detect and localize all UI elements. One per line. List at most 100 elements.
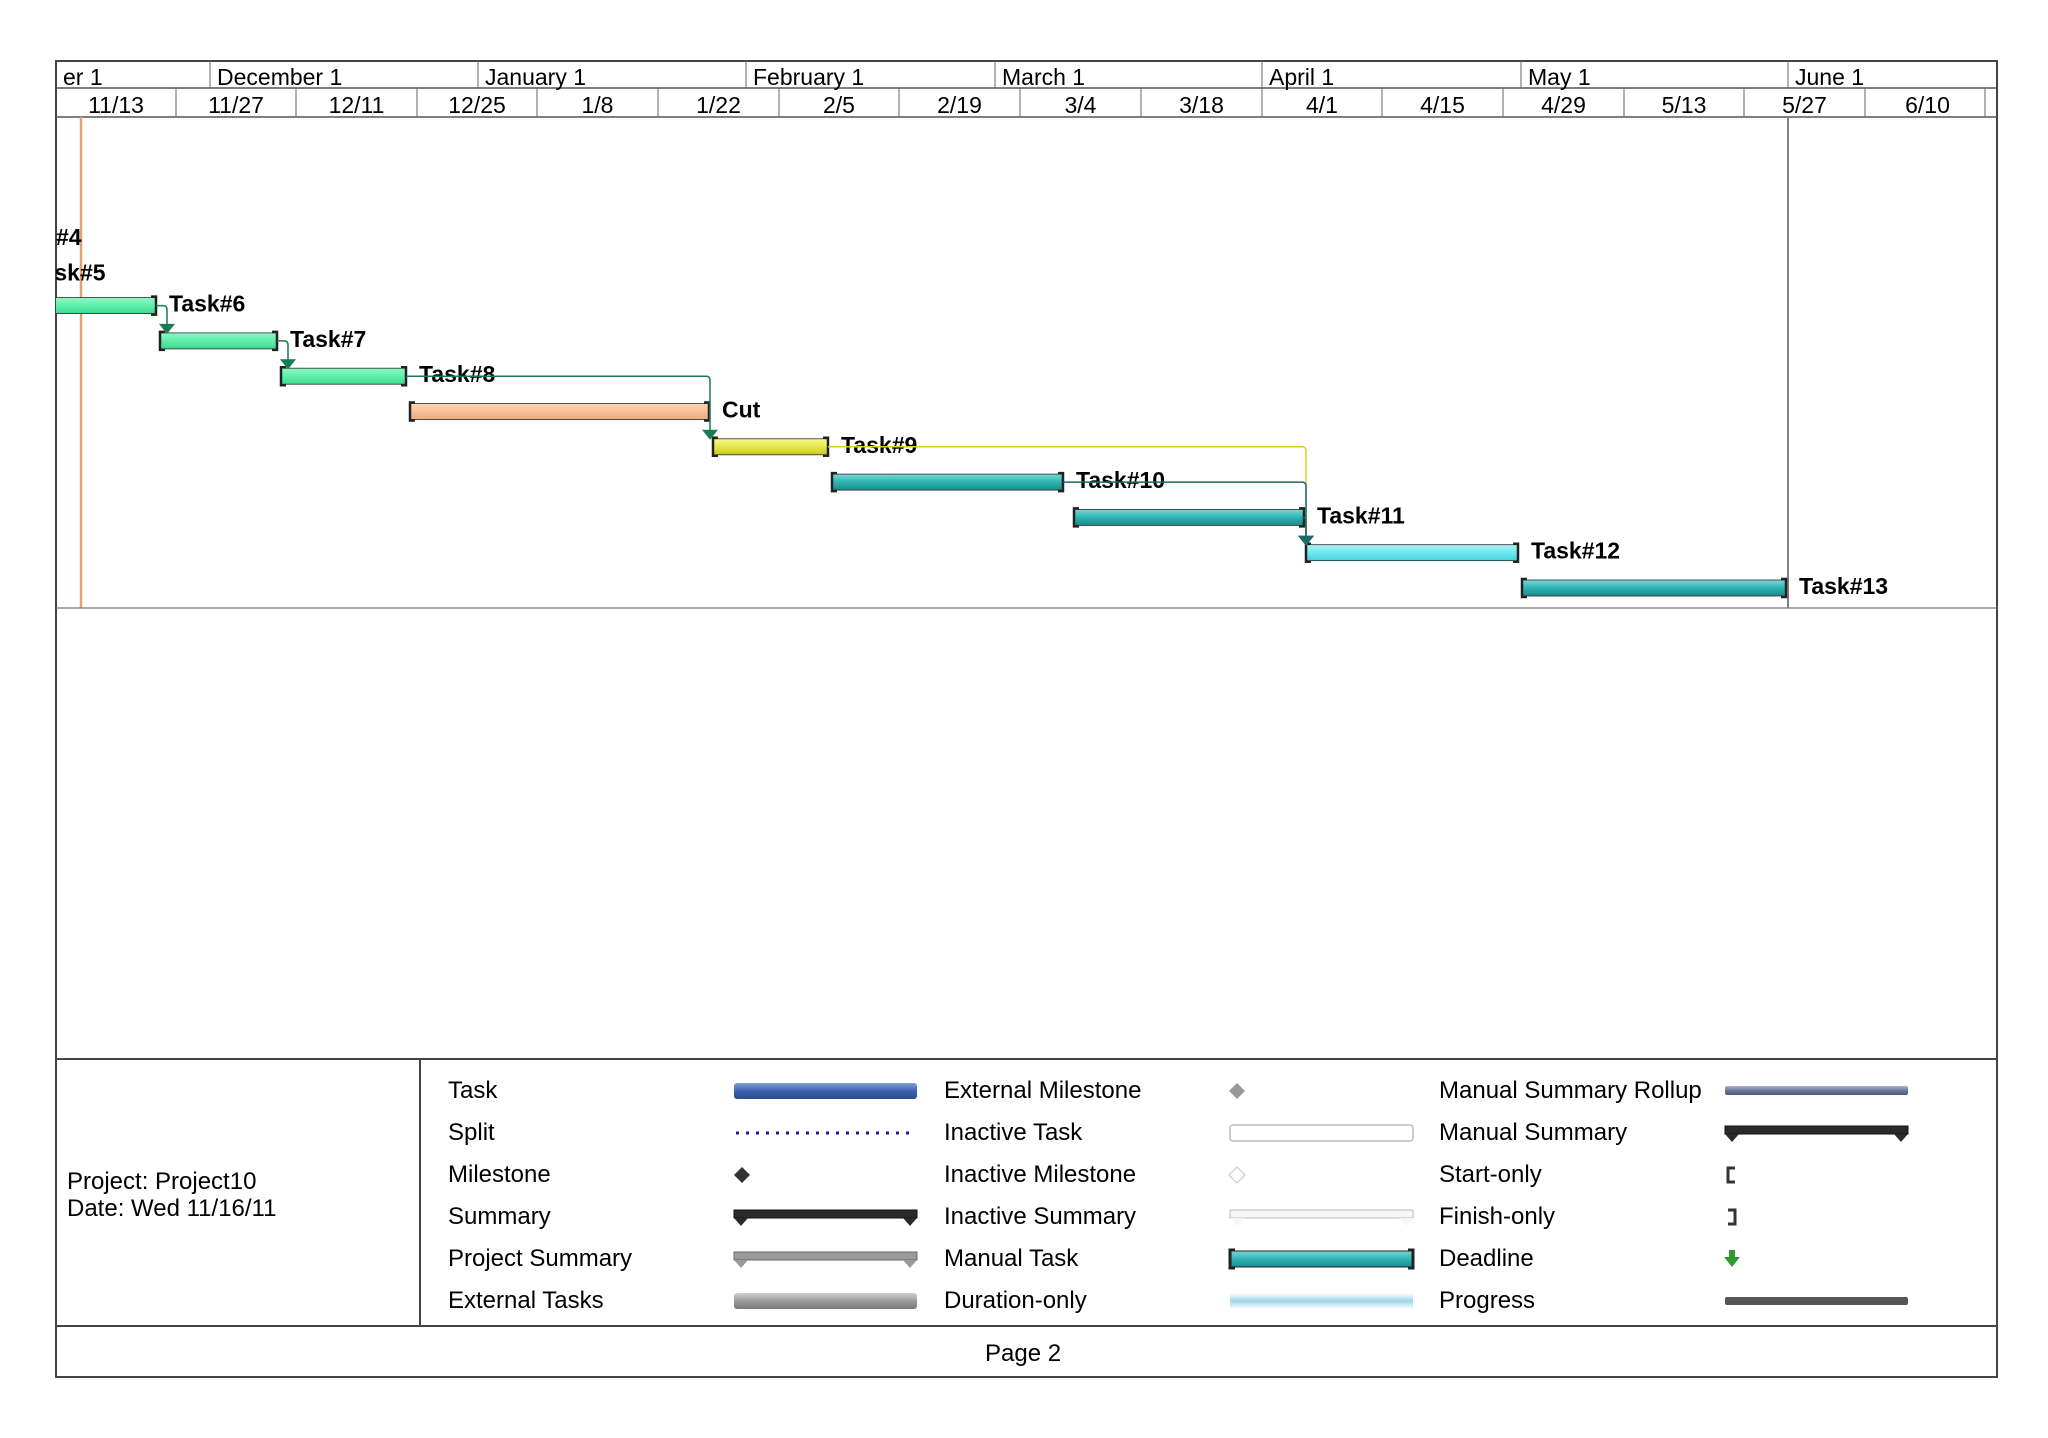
external-tasks-bar-icon <box>734 1293 917 1309</box>
week-label: 4/1 <box>1306 92 1338 118</box>
dependency-link <box>828 446 1307 538</box>
footer-page: Page 2 <box>985 1340 1062 1367</box>
link-arrowhead <box>159 323 175 334</box>
external-milestone-diamond-icon <box>1229 1083 1245 1099</box>
manual-summary-bar-icon <box>1894 1134 1908 1142</box>
task-label: Task#11 <box>1317 502 1405 528</box>
legend-label: Start-only <box>1439 1161 1542 1188</box>
week-label: 4/15 <box>1420 92 1465 118</box>
task-label: Task#10 <box>1076 467 1165 493</box>
task-label: Cut <box>722 397 761 423</box>
legend-label: Inactive Task <box>944 1119 1083 1146</box>
month-label: December 1 <box>217 64 342 90</box>
month-label: er 1 <box>63 64 103 90</box>
legend-label: Project Summary <box>448 1245 633 1272</box>
project-summary-bar-icon <box>734 1260 748 1268</box>
month-label: June 1 <box>1795 64 1864 90</box>
finish-bracket <box>1513 542 1520 563</box>
manual-summary-bar-icon <box>1725 1134 1739 1142</box>
dependency-link <box>406 375 711 432</box>
task-label: Task#8 <box>419 361 496 387</box>
inactive-summary-bar-icon <box>1229 1209 1414 1219</box>
chart-dividers <box>56 607 1997 1327</box>
link-arrowhead <box>702 429 718 440</box>
dependency-link <box>1301 516 1307 538</box>
legend-label: Duration-only <box>944 1287 1087 1314</box>
week-label: 3/4 <box>1065 92 1097 118</box>
finish-bracket <box>704 401 711 422</box>
week-label: 12/11 <box>329 92 385 118</box>
legend-label: Finish-only <box>1439 1203 1556 1230</box>
legend-label: Progress <box>1439 1287 1536 1314</box>
legend-label: External Milestone <box>944 1077 1142 1104</box>
week-label: 3/18 <box>1179 92 1224 118</box>
month-label: January 1 <box>485 64 586 90</box>
dependency-link <box>156 304 168 326</box>
inactive-summary-bar-icon <box>1230 1218 1244 1226</box>
progress-bar-icon <box>1725 1297 1908 1305</box>
summary-bar-icon <box>733 1209 918 1219</box>
start-bracket <box>279 365 286 387</box>
task-label: #4 <box>56 224 82 250</box>
manual-summary-rollup-bar-icon <box>1725 1086 1908 1095</box>
start-bracket <box>830 471 837 493</box>
week-label: 2/5 <box>823 92 855 118</box>
legend-label: Manual Summary Rollup <box>1439 1077 1702 1104</box>
legend-label: Manual Summary <box>1439 1119 1628 1146</box>
inactive-milestone-diamond-icon <box>1228 1166 1246 1184</box>
manual-task-bar-icon <box>1228 1248 1235 1270</box>
duration-only-bar-icon <box>1230 1293 1413 1309</box>
legend-label: Deadline <box>1439 1245 1534 1272</box>
summary-bar-icon <box>903 1218 917 1226</box>
footer-date: Date: Wed 11/16/11 <box>67 1195 277 1222</box>
footer-project: Project: Project10 <box>67 1168 257 1195</box>
legend-label: Task <box>448 1077 498 1104</box>
start-bracket <box>711 436 718 458</box>
task-label: isk#5 <box>48 259 106 285</box>
deadline-arrow-icon <box>1724 1250 1740 1267</box>
week-label: 5/27 <box>1782 92 1827 118</box>
week-label: 2/19 <box>937 92 982 118</box>
task-bar-icon <box>734 1083 917 1099</box>
manual-task-bar-icon <box>1229 1250 1414 1268</box>
dependency-link <box>277 340 289 362</box>
task-label: Task#6 <box>169 291 245 317</box>
dependency-link <box>1063 481 1307 538</box>
timescale-header: er 1 December 1 January 1 February 1 March 1… <box>56 61 1997 118</box>
project-summary-bar-icon <box>733 1251 918 1261</box>
week-label: 12/25 <box>448 92 506 118</box>
task-label: Task#9 <box>841 432 917 458</box>
task-label: Task#7 <box>290 326 366 352</box>
finish-only-bracket-icon <box>1728 1208 1737 1226</box>
week-label: 5/13 <box>1662 92 1707 118</box>
month-label: February 1 <box>753 64 864 90</box>
week-label: 11/27 <box>208 92 264 118</box>
start-only-bracket-icon <box>1726 1166 1735 1184</box>
start-bracket <box>1304 542 1311 563</box>
link-arrowhead <box>1298 535 1314 546</box>
start-bracket <box>158 330 165 352</box>
legend-label: Split <box>448 1119 495 1146</box>
legend-label: Manual Task <box>944 1245 1079 1272</box>
inactive-task-bar-icon <box>1229 1124 1414 1142</box>
week-label: 1/8 <box>582 92 614 118</box>
link-arrowhead <box>280 359 296 370</box>
gantt-body: #4 isk#5Task#6Task#7Task#8CutTask#9Task#1… <box>48 117 1888 608</box>
finish-bracket <box>1781 577 1788 599</box>
week-label: 6/10 <box>1905 92 1950 118</box>
task-label: Task#13 <box>1799 573 1888 599</box>
week-label: 1/22 <box>696 92 741 118</box>
inactive-summary-bar-icon <box>1399 1218 1413 1226</box>
start-bracket <box>1520 577 1527 599</box>
legend-label: Summary <box>448 1203 551 1230</box>
milestone-diamond-icon <box>734 1167 750 1183</box>
month-label: March 1 <box>1002 64 1085 90</box>
month-label: April 1 <box>1269 64 1334 90</box>
week-label: 4/29 <box>1541 92 1586 118</box>
start-bracket <box>1072 507 1079 528</box>
legend-label: Inactive Milestone <box>944 1161 1137 1188</box>
week-label: 11/13 <box>88 92 144 118</box>
start-bracket <box>408 401 415 422</box>
